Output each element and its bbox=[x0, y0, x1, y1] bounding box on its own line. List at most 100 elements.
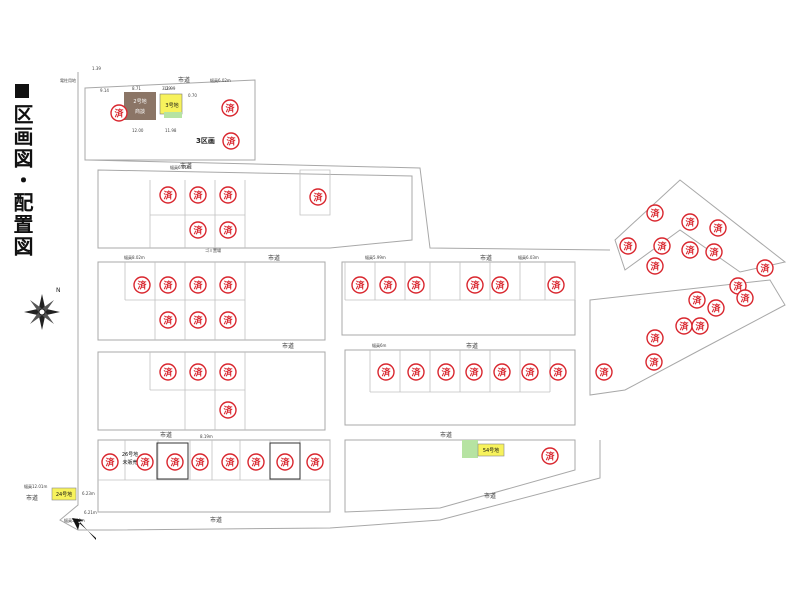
sold-circle-icon bbox=[159, 276, 177, 294]
sold-label: 済 bbox=[695, 321, 705, 333]
sold-marker: 済 bbox=[276, 453, 294, 471]
sold-label: 済 bbox=[649, 357, 659, 369]
dim-note: 幅員8.02m bbox=[124, 254, 145, 260]
sold-circle-icon bbox=[681, 241, 699, 259]
sold-circle-icon bbox=[407, 363, 425, 381]
sold-marker: 済 bbox=[189, 363, 207, 381]
sold-circle-icon bbox=[221, 453, 239, 471]
sold-marker: 済 bbox=[133, 276, 151, 294]
access-arrow-icon bbox=[72, 518, 96, 540]
sold-circle-icon bbox=[756, 259, 774, 277]
sold-marker: 済 bbox=[219, 363, 237, 381]
sold-label: 済 bbox=[551, 280, 561, 292]
sold-label: 済 bbox=[225, 103, 235, 115]
sold-label: 済 bbox=[740, 293, 750, 305]
sold-circle-icon bbox=[222, 132, 240, 150]
sold-marker: 済 bbox=[136, 453, 154, 471]
compass-n-label: N bbox=[56, 287, 61, 294]
road-label: 市道 bbox=[466, 342, 478, 350]
sold-label: 済 bbox=[497, 367, 507, 379]
sold-label: 済 bbox=[623, 241, 633, 253]
sold-circle-icon bbox=[133, 276, 151, 294]
sold-marker: 済 bbox=[222, 132, 240, 150]
sold-label: 済 bbox=[383, 280, 393, 292]
sold-marker: 済 bbox=[705, 243, 723, 261]
sold-circle-icon bbox=[219, 401, 237, 419]
sold-circle-icon bbox=[437, 363, 455, 381]
sold-circle-icon bbox=[309, 188, 327, 206]
sold-marker: 済 bbox=[377, 363, 395, 381]
dim-note: ゴミ置場 bbox=[205, 247, 221, 253]
sold-marker: 済 bbox=[219, 311, 237, 329]
sold-marker: 済 bbox=[466, 276, 484, 294]
plot-54-green bbox=[462, 440, 478, 458]
sold-circle-icon bbox=[101, 453, 119, 471]
sold-label: 済 bbox=[650, 333, 660, 345]
dim-note: 幅員12.01m bbox=[24, 483, 47, 489]
sold-label: 済 bbox=[225, 457, 235, 469]
sold-marker: 済 bbox=[707, 299, 725, 317]
sold-circle-icon bbox=[377, 363, 395, 381]
sold-label: 済 bbox=[195, 457, 205, 469]
sold-circle-icon bbox=[219, 186, 237, 204]
sold-marker: 済 bbox=[407, 363, 425, 381]
lot-line bbox=[124, 262, 246, 340]
sold-marker: 済 bbox=[521, 363, 539, 381]
sold-label: 済 bbox=[470, 280, 480, 292]
sold-circle-icon bbox=[166, 453, 184, 471]
sold-circle-icon bbox=[619, 237, 637, 255]
dim-note: 9.14 bbox=[100, 88, 109, 93]
sold-marker: 済 bbox=[646, 204, 664, 222]
sold-circle-icon bbox=[306, 453, 324, 471]
sold-marker: 済 bbox=[681, 241, 699, 259]
sold-circle-icon bbox=[219, 221, 237, 239]
sold-marker: 済 bbox=[189, 311, 207, 329]
lot-line bbox=[299, 169, 331, 216]
sold-label: 済 bbox=[163, 367, 173, 379]
sold-circle-icon bbox=[189, 186, 207, 204]
sold-label: 済 bbox=[441, 367, 451, 379]
sold-marker: 済 bbox=[541, 447, 559, 465]
outer-boundary-west bbox=[59, 72, 601, 531]
boxed-lot bbox=[269, 442, 301, 480]
sold-label: 済 bbox=[223, 405, 233, 417]
block-i bbox=[614, 179, 787, 273]
dim-note: 0.70 bbox=[188, 93, 197, 98]
sold-circle-icon bbox=[110, 104, 128, 122]
sold-circle-icon bbox=[691, 317, 709, 335]
sold-circle-icon bbox=[549, 363, 567, 381]
sold-circle-icon bbox=[407, 276, 425, 294]
sold-label: 済 bbox=[137, 280, 147, 292]
sold-circle-icon bbox=[491, 276, 509, 294]
sold-label: 済 bbox=[193, 315, 203, 327]
sold-label: 済 bbox=[711, 303, 721, 315]
sold-marker: 済 bbox=[247, 453, 265, 471]
sold-circle-icon bbox=[709, 219, 727, 237]
title-block: 区画図・配置図 bbox=[8, 84, 36, 258]
block-a bbox=[97, 169, 413, 249]
sold-circle-icon bbox=[189, 276, 207, 294]
sold-marker: 済 bbox=[379, 276, 397, 294]
sold-marker: 済 bbox=[159, 363, 177, 381]
sold-label: 済 bbox=[223, 190, 233, 202]
sold-marker: 済 bbox=[688, 291, 706, 309]
sold-label: 済 bbox=[657, 241, 667, 253]
sold-marker: 済 bbox=[221, 453, 239, 471]
sold-marker: 済 bbox=[159, 186, 177, 204]
sold-label: 済 bbox=[170, 457, 180, 469]
district-label: 3区画 bbox=[196, 137, 215, 145]
sold-marker: 済 bbox=[101, 453, 119, 471]
road-label: 市道 bbox=[26, 494, 38, 502]
sold-label: 済 bbox=[411, 367, 421, 379]
plot-54-label: 54号地 bbox=[483, 447, 499, 454]
sold-circle-icon bbox=[159, 186, 177, 204]
sold-label: 済 bbox=[760, 263, 770, 275]
plot-2-label-2: 商談 bbox=[135, 108, 145, 115]
sold-marker: 済 bbox=[219, 221, 237, 239]
sold-marker: 済 bbox=[437, 363, 455, 381]
road-label: 市道 bbox=[178, 76, 190, 84]
sold-circle-icon bbox=[541, 447, 559, 465]
lot-lines bbox=[98, 169, 576, 481]
dim-note: 12.00 bbox=[132, 128, 144, 133]
sold-marker: 済 bbox=[221, 99, 239, 117]
